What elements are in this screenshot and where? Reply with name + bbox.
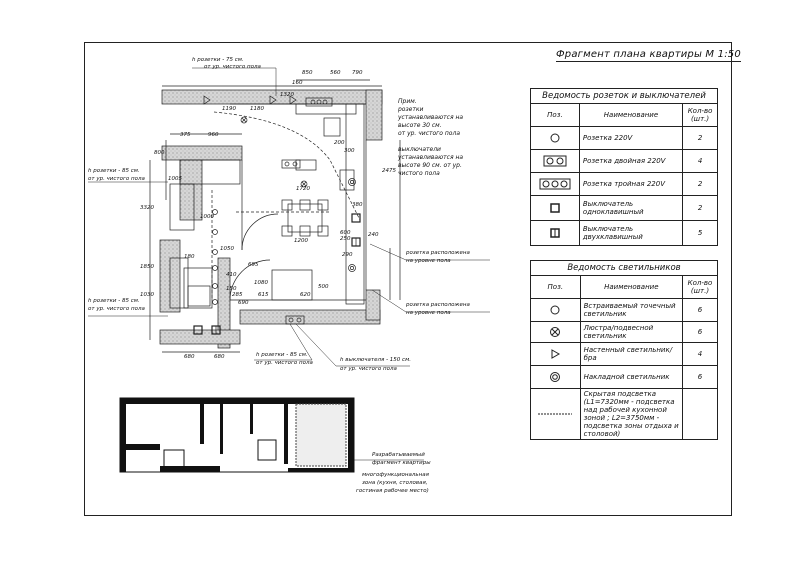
dim: 1850: [140, 264, 154, 270]
drawing-title: Фрагмент плана квартиры М 1:50: [556, 49, 741, 62]
note-line: розетки: [398, 106, 424, 113]
dim: 1050: [220, 246, 234, 252]
hidden-light-icon: [530, 388, 581, 440]
wall-mid: [217, 257, 231, 349]
dim: 180: [184, 254, 195, 260]
note-line: чистого пола: [398, 170, 440, 177]
row-qty: 6: [682, 321, 718, 343]
double-switch-icon: [530, 220, 580, 246]
label-h85a-line1: h розетки - 85 см.: [88, 168, 140, 174]
wall-kitchen-top: [161, 145, 243, 161]
dim: 690: [238, 300, 249, 306]
note-line: высоте 90 см. от ур.: [398, 162, 462, 169]
label-h85a-line2: от ур. чистого пола: [88, 176, 145, 182]
wall-left-upper: [179, 159, 203, 221]
label-zone-line2: зона (кухня, столовая,: [362, 480, 428, 486]
note-line: Прим.: [398, 98, 417, 105]
row-qty: [682, 388, 718, 440]
label-h85b-line1: h розетки - 85 см.: [88, 298, 140, 304]
dim: 250: [340, 236, 351, 242]
label-h85b-line2: от ур. чистого пола: [88, 306, 145, 312]
col-name: Наименование: [578, 103, 684, 127]
dim: 500: [318, 284, 329, 290]
dim: 285: [232, 292, 243, 298]
dim: 290: [342, 252, 353, 258]
wall-bottom-right: [239, 309, 381, 325]
dim: 1200: [294, 238, 308, 244]
col-name: Наименование: [579, 275, 684, 299]
dim: 680: [214, 354, 225, 360]
label-floor2-line2: на уровне пола: [406, 310, 451, 316]
row-name: Выключатель двухклавишный: [578, 220, 684, 246]
note-line: устанавливаются на: [398, 154, 464, 161]
row-qty: 6: [682, 298, 718, 322]
dim: 160: [292, 80, 303, 86]
dim: 1030: [140, 292, 154, 298]
dim: 200: [334, 140, 345, 146]
dim: 790: [352, 70, 363, 76]
dim: 1180: [250, 106, 264, 112]
row-name: Розетка 220V: [578, 126, 684, 150]
lights-table-caption: Ведомость светильников: [530, 260, 718, 275]
label-h75-line1: h розетки - 75 см.: [192, 57, 244, 63]
dim: 240: [368, 232, 379, 238]
dim: 620: [300, 292, 311, 298]
label-h75-line2: от ур. чистого пола: [204, 64, 261, 70]
row-qty: 2: [682, 195, 718, 221]
dim: 560: [330, 70, 341, 76]
note-line: высоте 30 см.: [398, 122, 442, 129]
row-name: Выключатель одноклавишный: [578, 195, 684, 221]
dim: 150: [226, 286, 237, 292]
triple-socket-icon: [530, 172, 580, 196]
label-h85c-line1: h розетки - 85 см.: [256, 352, 308, 358]
label-floor2-line1: розетка расположена: [406, 302, 470, 308]
dim: 2475: [382, 168, 396, 174]
dim: 680: [184, 354, 195, 360]
dim: 1720: [296, 186, 310, 192]
sockets-table-caption: Ведомость розеток и выключателей: [530, 88, 718, 103]
dim: 1000: [200, 214, 214, 220]
wall-right-lower: [365, 289, 381, 321]
note-line: от ур. чистого пола: [398, 130, 460, 137]
row-qty: 5: [682, 220, 718, 246]
dim: 615: [258, 292, 269, 298]
label-floor1-line2: на уровне пола: [406, 258, 451, 264]
label-floor1-line1: розетка расположена: [406, 250, 470, 256]
dim: 850: [302, 70, 313, 76]
label-fragment-line2: фрагмент квартиры: [372, 460, 431, 466]
dim: 695: [248, 262, 259, 268]
wall-right-upper: [365, 89, 383, 141]
note-line: устанавливаются на: [398, 114, 464, 121]
sheet-frame: [84, 42, 732, 516]
dim: 1005: [168, 176, 182, 182]
note-line: выключатели: [398, 146, 441, 153]
dim: 600: [340, 230, 351, 236]
label-h150-line2: от ур. чистого пола: [340, 366, 397, 372]
dim: 410: [226, 272, 237, 278]
dim: 300: [344, 148, 355, 154]
dim: 3320: [140, 205, 154, 211]
label-zone-line1: многофункциональная: [362, 472, 429, 478]
label-h150-line1: h выключателя - 150 см.: [340, 357, 411, 363]
dim: 1190: [222, 106, 236, 112]
wall-bottom: [159, 329, 241, 345]
dim: 800: [154, 150, 165, 156]
dim: 380: [352, 202, 363, 208]
lights-table: Ведомость светильников Поз. Наименование…: [530, 260, 718, 440]
dim: 1080: [254, 280, 268, 286]
label-fragment-line1: Разрабатываемый: [372, 452, 425, 458]
label-h85c-line2: от ур. чистого пола: [256, 360, 313, 366]
dim: 960: [208, 132, 219, 138]
row-name: Скрытая подсветка (L1=7320мм - подсветка…: [579, 388, 684, 440]
notes-block: Прим. розетки устанавливаются на высоте …: [398, 98, 463, 178]
dim: 375: [180, 132, 191, 138]
dim: 1320: [280, 92, 294, 98]
row-name: Розетка двойная 220V: [578, 149, 684, 173]
row-name: Розетка тройная 220V: [578, 172, 684, 196]
apartment-mini-plan: [119, 397, 355, 473]
sockets-table: Ведомость розеток и выключателей Поз. На…: [530, 88, 718, 246]
label-zone-line3: гостиная рабочее место): [356, 488, 429, 494]
